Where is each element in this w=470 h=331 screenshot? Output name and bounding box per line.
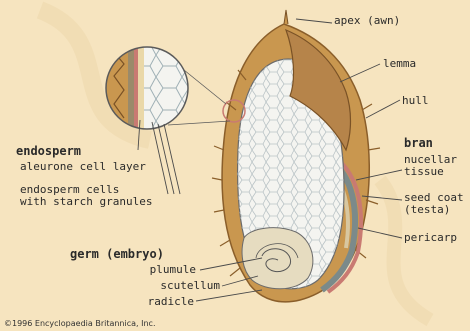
label-plumule: plumule: [130, 264, 196, 276]
magnified-detail: [106, 47, 245, 129]
label-seed-coat: seed coat (testa): [404, 192, 464, 216]
label-hull: hull: [402, 95, 429, 107]
germ-shape: [242, 228, 313, 289]
label-apex: apex (awn): [334, 15, 400, 27]
label-endosperm-cells: endosperm cells with starch granules: [20, 184, 152, 208]
label-radicle: radicle: [120, 296, 194, 308]
label-nucellar-tissue: nucellar tissue: [404, 154, 457, 178]
label-lemma: lemma: [383, 58, 416, 70]
label-bran: bran: [404, 137, 433, 149]
label-aleurone: aleurone cell layer: [20, 161, 146, 173]
label-endosperm: endosperm: [16, 145, 81, 157]
label-pericarp: pericarp: [404, 232, 457, 244]
label-germ: germ (embryo): [70, 248, 164, 260]
copyright-notice: ©1996 Encyclopaedia Britannica, Inc.: [4, 319, 155, 328]
label-scutellum: scutellum: [112, 280, 220, 292]
